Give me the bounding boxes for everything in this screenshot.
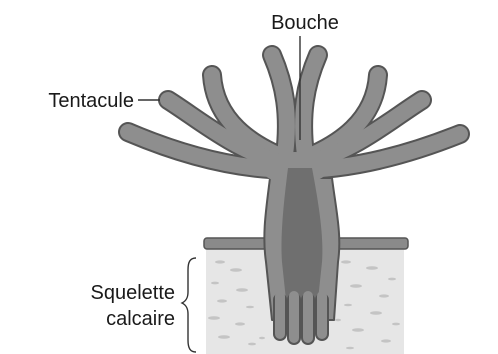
skeleton-brace — [182, 258, 196, 352]
tentacle — [272, 55, 287, 155]
skeleton-label-line2: calcaire — [106, 308, 175, 330]
tentacle — [303, 55, 318, 155]
skeleton-label-line1: Squelette — [90, 282, 175, 304]
basal-lobes — [280, 300, 322, 338]
mouth-label: Bouche — [271, 12, 339, 34]
tentacle-label: Tentacule — [48, 90, 134, 112]
polyp — [128, 55, 460, 338]
